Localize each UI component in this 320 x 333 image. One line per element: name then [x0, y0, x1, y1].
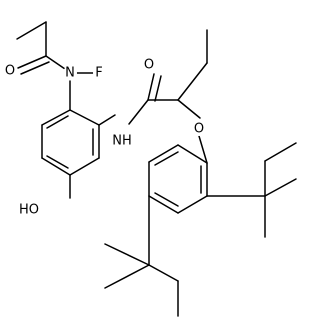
atom-label-layer: O N F O NH O HO: [3, 58, 206, 218]
bond: [177, 144, 208, 164]
bond: [16, 21, 47, 40]
atom-amide-nitrogen: N: [63, 66, 77, 81]
bond: [198, 135, 208, 164]
atom-label-o-left: O: [5, 64, 15, 79]
atom-ether-oxygen: O: [192, 122, 206, 137]
bond: [41, 157, 71, 176]
bond: [264, 142, 297, 162]
atom-label-ho: HO: [19, 203, 39, 218]
atom-carbonyl-oxygen-right: O: [142, 58, 156, 73]
atom-hydroxyl: HO: [18, 203, 40, 218]
atom-fluorine: F: [93, 66, 105, 81]
atom-label-f: F: [95, 66, 102, 81]
bond: [148, 144, 179, 163]
bond: [46, 155, 69, 169]
bond: [147, 73, 155, 101]
atom-carbonyl-oxygen-left: O: [3, 64, 17, 79]
bond: [148, 264, 179, 282]
atom-label-o-right: O: [144, 58, 154, 73]
molecule-diagram: O N F O NH O HO: [3, 21, 297, 317]
bond: [69, 157, 100, 176]
atom-label-nh: NH: [112, 134, 132, 149]
bond: [45, 55, 66, 70]
bond: [177, 99, 201, 119]
bond: [128, 99, 149, 125]
bond: [154, 151, 179, 166]
atom-label-o-ether: O: [194, 122, 204, 137]
bond: [104, 243, 150, 266]
bond: [98, 114, 116, 126]
bond: [46, 115, 69, 129]
bond: [17, 55, 47, 69]
bond-layer: [16, 21, 297, 317]
molecule-svg: O N F O NH O HO: [3, 21, 297, 317]
bond: [41, 109, 71, 126]
bond: [20, 61, 50, 75]
atom-label-n: N: [65, 66, 75, 81]
bond: [104, 264, 150, 289]
bond: [148, 195, 179, 214]
bond: [154, 192, 179, 207]
bond: [154, 75, 162, 102]
bond: [177, 195, 208, 214]
bond: [177, 62, 208, 101]
atom-amide-nh: NH: [111, 134, 133, 149]
bond: [264, 178, 297, 197]
bond: [69, 109, 100, 126]
